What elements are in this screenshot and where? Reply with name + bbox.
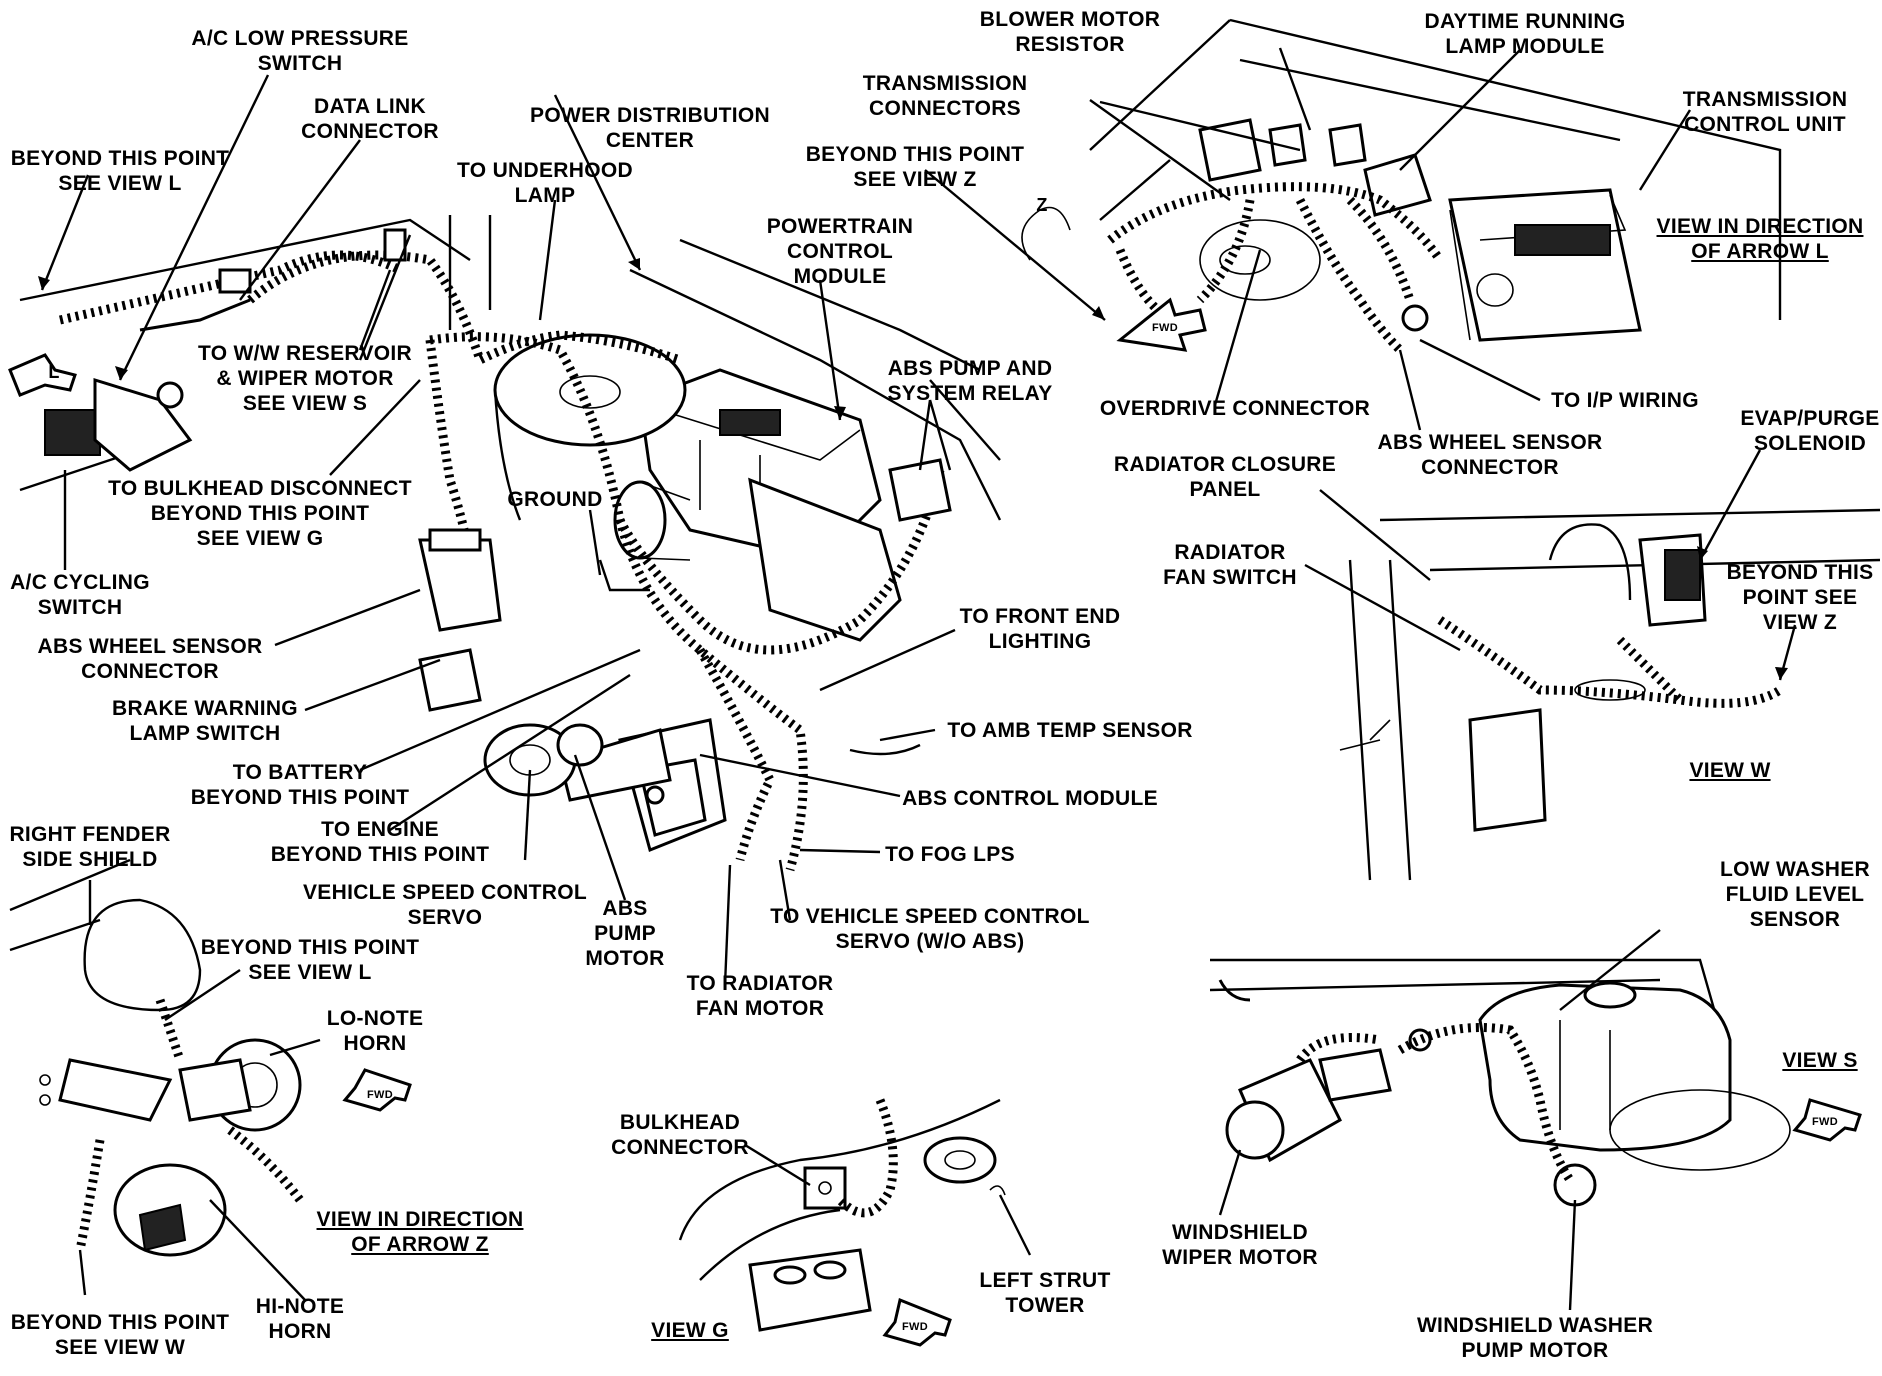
- label-daytime-running-lamp-module: DAYTIME RUNNING LAMP MODULE: [1424, 10, 1626, 58]
- label-to-fog-lps: TO FOG LPS: [885, 843, 1015, 866]
- label-transmission-connectors: TRANSMISSION CONNECTORS: [862, 72, 1028, 120]
- label-abs-pump-motor: ABS PUMP MOTOR: [585, 897, 665, 970]
- label-to-vehicle-speed-control-servo-wo-abs: TO VEHICLE SPEED CONTROL SERVO (W/O ABS): [770, 905, 1090, 953]
- label-evap-purge-solenoid: EVAP/PURGE SOLENOID: [1740, 407, 1880, 455]
- label-to-ip-wiring: TO I/P WIRING: [1551, 389, 1699, 412]
- label-view-g: VIEW G: [651, 1319, 729, 1342]
- label-brake-warning-lamp-switch: BRAKE WARNING LAMP SWITCH: [112, 697, 298, 745]
- label-hi-note-horn: HI-NOTE HORN: [255, 1295, 345, 1343]
- label-view-s: VIEW S: [1782, 1049, 1858, 1072]
- label-to-underhood-lamp: TO UNDERHOOD LAMP: [457, 159, 633, 207]
- label-transmission-control-unit: TRANSMISSION CONTROL UNIT: [1682, 88, 1848, 136]
- label-blower-motor-resistor: BLOWER MOTOR RESISTOR: [979, 8, 1161, 56]
- label-ground: GROUND: [507, 488, 603, 511]
- label-right-fender-side-shield: RIGHT FENDER SIDE SHIELD: [9, 823, 171, 871]
- label-radiator-closure-panel: RADIATOR CLOSURE PANEL: [1113, 453, 1337, 501]
- label-to-radiator-fan-motor: TO RADIATOR FAN MOTOR: [686, 972, 834, 1020]
- label-beyond-view-w: BEYOND THIS POINT SEE VIEW W: [10, 1311, 230, 1359]
- label-data-link-connector: DATA LINK CONNECTOR: [301, 95, 439, 143]
- label-to-battery: TO BATTERY BEYOND THIS POINT: [190, 761, 410, 809]
- fwd-marker-view-g: FWD: [902, 1321, 928, 1333]
- label-power-distribution-center: POWER DISTRIBUTION CENTER: [530, 104, 770, 152]
- view-s-drawing: [1209, 958, 1791, 1207]
- label-abs-wheel-sensor-connector-main: ABS WHEEL SENSOR CONNECTOR: [37, 635, 263, 683]
- label-lo-note-horn: LO-NOTE HORN: [326, 1007, 424, 1055]
- fwd-marker-view-z: FWD: [367, 1089, 393, 1101]
- main-engine-bay-view: [19, 215, 1002, 872]
- fwd-marker-view-s: FWD: [1812, 1116, 1838, 1128]
- label-abs-control-module: ABS CONTROL MODULE: [902, 787, 1158, 810]
- label-windshield-wiper-motor: WINDSHIELD WIPER MOTOR: [1162, 1221, 1318, 1269]
- label-beyond-view-z-view-w: BEYOND THIS POINT SEE VIEW Z: [1726, 561, 1874, 634]
- label-to-engine: TO ENGINE BEYOND THIS POINT: [270, 818, 490, 866]
- label-abs-pump-system-relay: ABS PUMP AND SYSTEM RELAY: [887, 357, 1053, 405]
- label-bulkhead-connector: BULKHEAD CONNECTOR: [611, 1111, 749, 1159]
- label-to-bulkhead-disconnect: TO BULKHEAD DISCONNECT BEYOND THIS POINT…: [108, 477, 412, 550]
- label-to-ww-reservoir: TO W/W RESERVOIR & WIPER MOTOR SEE VIEW …: [197, 342, 413, 415]
- label-beyond-view-l-main: BEYOND THIS POINT SEE VIEW L: [10, 147, 230, 195]
- view-g-drawing: [678, 1098, 1006, 1332]
- label-low-washer-fluid-level-sensor: LOW WASHER FLUID LEVEL SENSOR: [1720, 858, 1870, 931]
- label-left-strut-tower: LEFT STRUT TOWER: [979, 1269, 1111, 1317]
- label-overdrive-connector: OVERDRIVE CONNECTOR: [1099, 397, 1371, 420]
- arrowheads: [38, 258, 1788, 680]
- leader-lines: [40, 47, 1797, 1311]
- label-to-front-end-lighting: TO FRONT END LIGHTING: [959, 605, 1121, 653]
- label-ac-cycling-switch: A/C CYCLING SWITCH: [10, 571, 150, 619]
- view-w-drawing: [1339, 508, 1881, 881]
- label-to-amb-temp-sensor: TO AMB TEMP SENSOR: [947, 719, 1193, 742]
- label-radiator-fan-switch: RADIATOR FAN SWITCH: [1163, 541, 1297, 589]
- label-view-w: VIEW W: [1689, 759, 1771, 782]
- label-beyond-view-z-view-l: BEYOND THIS POINT SEE VIEW Z: [805, 143, 1025, 191]
- label-vehicle-speed-control-servo: VEHICLE SPEED CONTROL SERVO: [303, 881, 587, 929]
- label-view-in-direction-arrow-z: VIEW IN DIRECTION OF ARROW Z: [316, 1208, 524, 1256]
- label-powertrain-control-module: POWERTRAIN CONTROL MODULE: [766, 215, 914, 288]
- fwd-arrows: [8, 297, 1862, 1347]
- fwd-marker-view-l: FWD: [1152, 322, 1178, 334]
- view-z-drawing: [9, 858, 304, 1257]
- label-beyond-view-l-view-z: BEYOND THIS POINT SEE VIEW L: [200, 936, 420, 984]
- label-ac-low-pressure-switch: A/C LOW PRESSURE SWITCH: [191, 27, 409, 75]
- arrow-z-marker: Z: [1036, 195, 1048, 215]
- label-windshield-washer-pump-motor: WINDSHIELD WASHER PUMP MOTOR: [1416, 1314, 1654, 1362]
- label-abs-wheel-sensor-connector-view-l: ABS WHEEL SENSOR CONNECTOR: [1377, 431, 1603, 479]
- arrow-l-marker: L: [48, 362, 60, 382]
- label-view-in-direction-arrow-l: VIEW IN DIRECTION OF ARROW L: [1656, 215, 1864, 263]
- view-l-drawing: [1021, 18, 1782, 354]
